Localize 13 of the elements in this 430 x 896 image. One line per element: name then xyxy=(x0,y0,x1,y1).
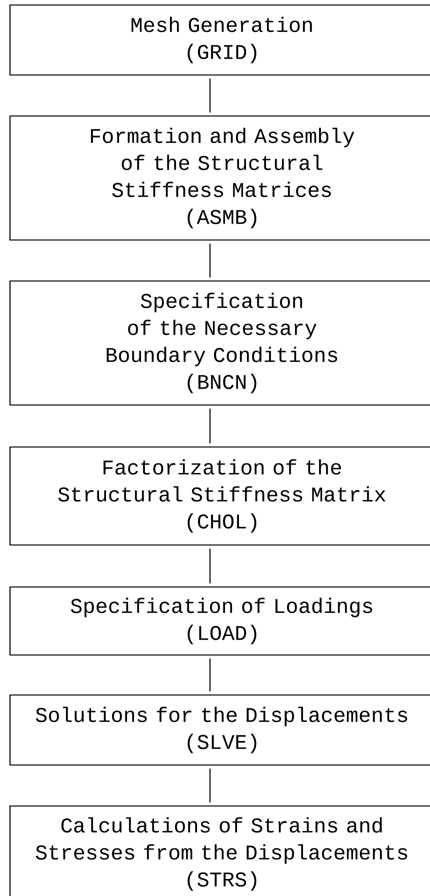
process-box: Formation and Assembly of the Structural Stiffness Matrices (ASMB) xyxy=(9,115,430,241)
process-box: Specification of Loadings (LOAD) xyxy=(9,586,430,656)
process-box: Solutions for the Displacements (SLVE) xyxy=(9,694,430,766)
connector-line xyxy=(209,548,211,584)
process-box: Calculations of Strains and Stresses from the Displacements (STRS) xyxy=(9,805,430,896)
process-box: Mesh Generation (GRID) xyxy=(9,4,430,76)
connector-line xyxy=(209,244,211,278)
connector-line xyxy=(209,408,211,444)
process-box: Factorization of the Structural Stiffness Matrix (CHOL) xyxy=(9,446,430,546)
connector-line xyxy=(209,78,211,112)
connector-line xyxy=(209,658,211,692)
connector-line xyxy=(209,768,211,802)
process-box: Specification of the Necessary Boundary Conditions (BNCN) xyxy=(9,280,430,406)
